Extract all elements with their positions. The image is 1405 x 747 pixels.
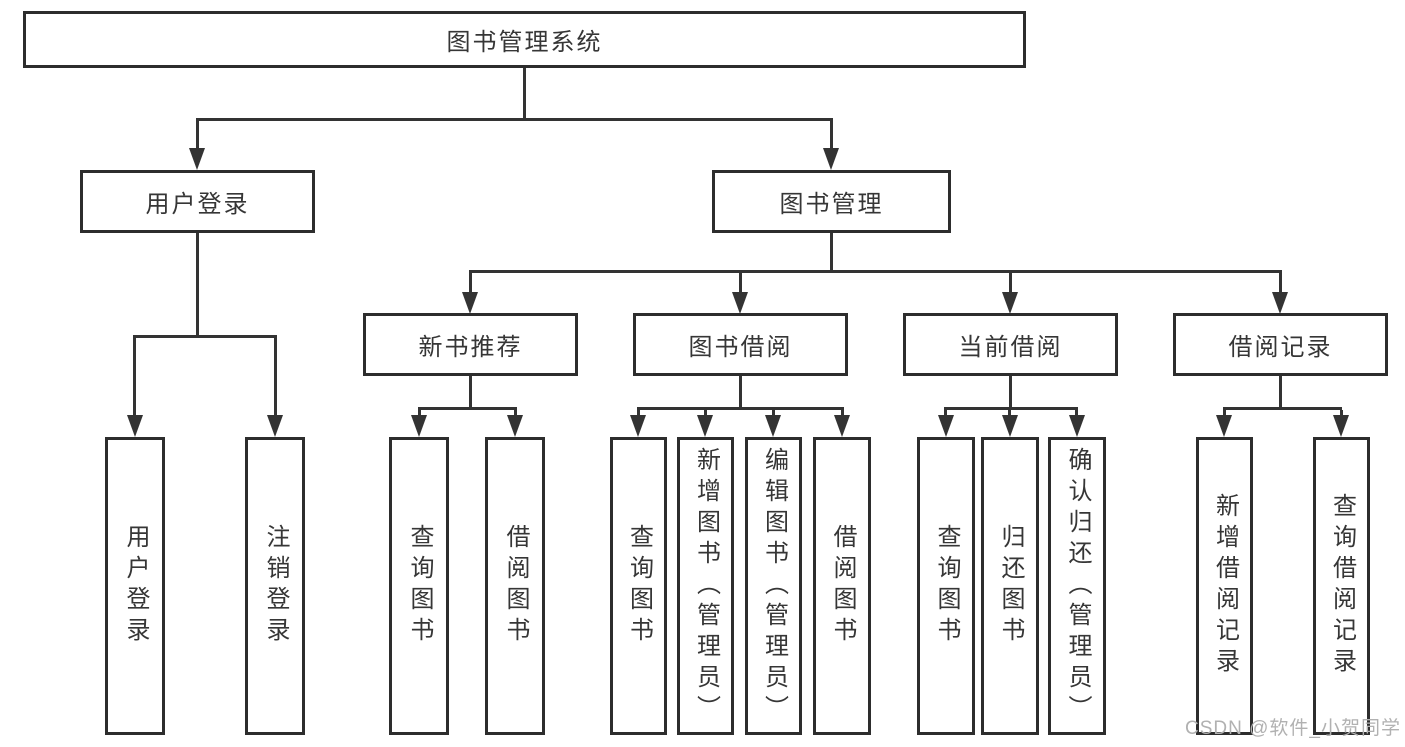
node-borrow-records: 借阅记录 bbox=[1173, 313, 1388, 376]
edge-borrowrecords-drop1 bbox=[1223, 410, 1226, 415]
leaf-label: 查询图书 bbox=[933, 524, 960, 648]
leaf-label: 借阅图书 bbox=[829, 524, 856, 648]
arrow-down-icon bbox=[189, 148, 205, 170]
csdn-watermark: CSDN @软件_小贺同学 bbox=[1185, 718, 1401, 739]
node-new-book-rec-label: 新书推荐 bbox=[418, 334, 523, 361]
node-root-label: 图书管理系统 bbox=[446, 29, 603, 56]
arrow-down-icon bbox=[834, 415, 850, 437]
edge-bookmgmt-drop4 bbox=[1279, 273, 1282, 292]
leaf-label: 查询图书 bbox=[625, 524, 653, 648]
arrow-down-icon bbox=[267, 415, 283, 437]
arrow-down-icon bbox=[1333, 415, 1349, 437]
node-borrow-records-label: 借阅记录 bbox=[1228, 334, 1333, 361]
edge-currentborrow-stem bbox=[1009, 376, 1012, 407]
node-new-book-rec: 新书推荐 bbox=[363, 313, 578, 376]
edge-currentborrow-drop1 bbox=[944, 410, 947, 415]
edge-bookborrow-drop2 bbox=[704, 410, 707, 415]
leaf-label: 注销登录 bbox=[262, 524, 289, 648]
arrow-down-icon bbox=[630, 415, 646, 437]
arrow-down-icon bbox=[1272, 292, 1288, 314]
arrow-down-icon bbox=[127, 415, 143, 437]
edge-userlogin-drop1 bbox=[133, 338, 136, 415]
node-leaf-query-book-rec: 查询图书 bbox=[389, 437, 449, 735]
edge-borrowrecords-drop2 bbox=[1340, 410, 1343, 415]
leaf-label: 确认归还（管理员） bbox=[1064, 446, 1091, 726]
node-book-borrow: 图书借阅 bbox=[633, 313, 848, 376]
arrow-down-icon bbox=[1002, 292, 1018, 314]
edge-newbookrec-stem bbox=[469, 376, 472, 407]
edge-userlogin-split bbox=[133, 335, 277, 338]
node-leaf-edit-book: 编辑图书（管理员） bbox=[745, 437, 802, 735]
arrow-down-icon bbox=[1069, 415, 1085, 437]
edge-root-stem bbox=[523, 68, 526, 118]
edge-bookborrow-drop3 bbox=[772, 410, 775, 415]
edge-bookmgmt-stem bbox=[830, 233, 833, 270]
arrow-down-icon bbox=[765, 415, 781, 437]
node-leaf-logout: 注销登录 bbox=[245, 437, 305, 735]
edge-bookborrow-stem bbox=[739, 376, 742, 407]
node-leaf-query-borrow-record: 查询借阅记录 bbox=[1313, 437, 1370, 735]
arrow-down-icon bbox=[1216, 415, 1232, 437]
node-current-borrow: 当前借阅 bbox=[903, 313, 1118, 376]
arrow-down-icon bbox=[1002, 415, 1018, 437]
edge-root-split bbox=[196, 118, 833, 121]
node-leaf-query-book-borrow: 查询图书 bbox=[610, 437, 667, 735]
node-leaf-confirm-return: 确认归还（管理员） bbox=[1048, 437, 1106, 735]
arrow-down-icon bbox=[462, 292, 478, 314]
node-leaf-query-book-cur: 查询图书 bbox=[917, 437, 975, 735]
edge-newbookrec-drop2 bbox=[514, 410, 517, 415]
leaf-label: 新增借阅记录 bbox=[1211, 493, 1239, 679]
edge-borrowrecords-split bbox=[1223, 407, 1342, 410]
arrow-down-icon bbox=[938, 415, 954, 437]
edge-root-left-drop bbox=[196, 121, 199, 148]
arrow-down-icon bbox=[732, 292, 748, 314]
edge-bookborrow-drop1 bbox=[637, 410, 640, 415]
arrow-down-icon bbox=[823, 148, 839, 170]
node-current-borrow-label: 当前借阅 bbox=[958, 334, 1063, 361]
arrow-down-icon bbox=[697, 415, 713, 437]
node-user-login: 用户登录 bbox=[80, 170, 315, 233]
edge-newbookrec-drop1 bbox=[418, 410, 421, 415]
edge-borrowrecords-stem bbox=[1279, 376, 1282, 407]
edge-root-right-drop bbox=[830, 121, 833, 148]
edge-userlogin-stem bbox=[196, 233, 199, 335]
edge-newbookrec-split bbox=[418, 407, 517, 410]
leaf-label: 查询借阅记录 bbox=[1328, 493, 1356, 679]
arrow-down-icon bbox=[411, 415, 427, 437]
edge-currentborrow-split bbox=[944, 407, 1078, 410]
node-user-login-label: 用户登录 bbox=[145, 191, 250, 218]
node-leaf-user-login: 用户登录 bbox=[105, 437, 165, 735]
edge-bookmgmt-drop1 bbox=[469, 273, 472, 292]
node-book-mgmt: 图书管理 bbox=[712, 170, 951, 233]
edge-currentborrow-drop2 bbox=[1008, 410, 1011, 415]
edge-userlogin-drop2 bbox=[274, 338, 277, 415]
leaf-label: 新增图书（管理员） bbox=[692, 446, 720, 726]
edge-bookborrow-split bbox=[637, 407, 844, 410]
node-book-borrow-label: 图书借阅 bbox=[688, 334, 793, 361]
leaf-label: 编辑图书（管理员） bbox=[760, 446, 788, 726]
node-root: 图书管理系统 bbox=[23, 11, 1026, 68]
edge-bookmgmt-drop2 bbox=[739, 273, 742, 292]
edge-bookmgmt-split bbox=[469, 270, 1282, 273]
node-leaf-borrow-book: 借阅图书 bbox=[813, 437, 871, 735]
leaf-label: 归还图书 bbox=[997, 524, 1024, 648]
node-leaf-return-book: 归还图书 bbox=[981, 437, 1039, 735]
leaf-label: 查询图书 bbox=[406, 524, 433, 648]
node-leaf-add-borrow-record: 新增借阅记录 bbox=[1196, 437, 1253, 735]
arrow-down-icon bbox=[507, 415, 523, 437]
node-leaf-add-book: 新增图书（管理员） bbox=[677, 437, 734, 735]
leaf-label: 用户登录 bbox=[122, 524, 149, 648]
leaf-label: 借阅图书 bbox=[502, 524, 529, 648]
edge-currentborrow-drop3 bbox=[1075, 410, 1078, 415]
node-leaf-borrow-book-rec: 借阅图书 bbox=[485, 437, 545, 735]
node-book-mgmt-label: 图书管理 bbox=[779, 191, 884, 218]
edge-bookborrow-drop4 bbox=[841, 410, 844, 415]
edge-bookmgmt-drop3 bbox=[1009, 273, 1012, 292]
